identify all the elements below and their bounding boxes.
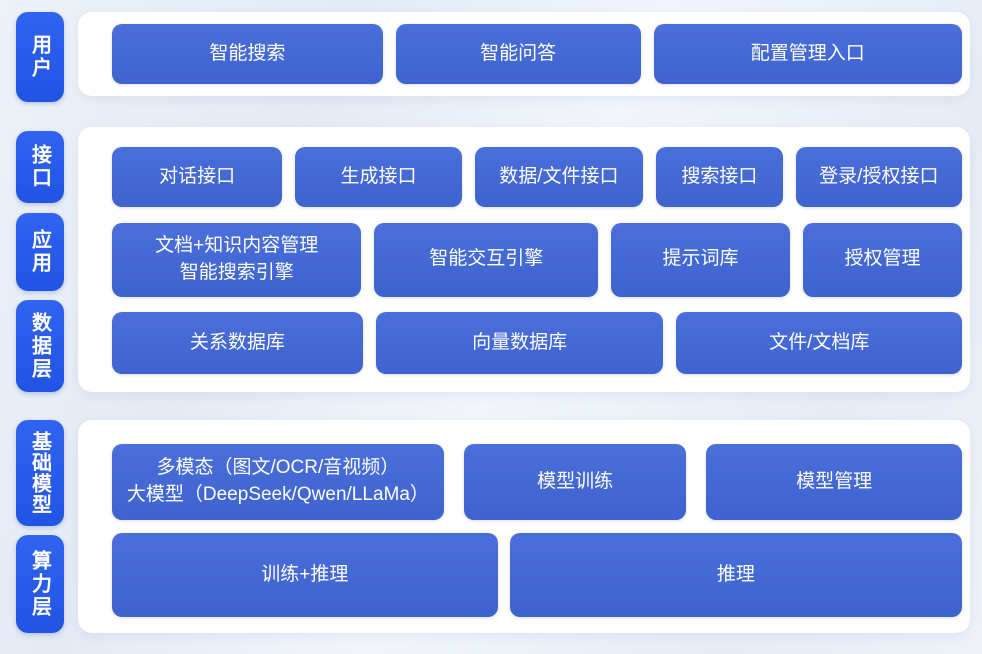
block-data-file-api: 数据/文件接口 [474, 147, 644, 207]
interface-block-row: 对话接口 生成接口 数据/文件接口 搜索接口 登录/授权接口 [112, 147, 962, 207]
data-block-row: 关系数据库 向量数据库 文件/文档库 [112, 312, 963, 374]
application-block-row: 文档+知识内容管理 智能搜索引擎 智能交互引擎 提示词库 授权管理 [112, 222, 962, 297]
layer-pill-base-model: 基础模型 [16, 420, 64, 526]
layer-pill-data-layer: 数据层 [16, 300, 64, 392]
block-file-document-store: 文件/文档库 [676, 312, 963, 374]
block-relational-database: 关系数据库 [112, 312, 363, 374]
block-doc-knowledge-search-engine: 文档+知识内容管理 智能搜索引擎 [112, 222, 362, 297]
base-section: 基础模型 算力层 多模态（图文/OCR/音视频） 大模型（DeepSeek/Qw… [16, 420, 970, 633]
block-model-training: 模型训练 [463, 444, 687, 520]
block-vector-database: 向量数据库 [375, 312, 664, 374]
block-smart-interaction-engine: 智能交互引擎 [374, 222, 599, 297]
compute-block-row: 训练+推理 推理 [112, 533, 962, 617]
block-login-auth-api: 登录/授权接口 [795, 147, 962, 207]
layer-pill-compute-layer: 算力层 [16, 535, 64, 633]
base-panel: 多模态（图文/OCR/音视频） 大模型（DeepSeek/Qwen/LLaMa）… [78, 420, 970, 633]
block-model-management: 模型管理 [706, 444, 962, 520]
block-dialog-api: 对话接口 [112, 147, 283, 207]
user-panel: 智能搜索 智能问答 配置管理入口 [78, 12, 970, 96]
block-training-plus-inference: 训练+推理 [112, 533, 498, 617]
block-multimodal-large-model: 多模态（图文/OCR/音视频） 大模型（DeepSeek/Qwen/LLaMa） [112, 444, 444, 520]
block-search-api: 搜索接口 [656, 147, 783, 207]
middle-section: 接口 应用 数据层 对话接口 生成接口 数据/文件接口 搜索接口 登录/授权接口… [16, 127, 970, 392]
block-config-management-entry: 配置管理入口 [653, 24, 962, 84]
middle-panel: 对话接口 生成接口 数据/文件接口 搜索接口 登录/授权接口 文档+知识内容管理… [78, 127, 970, 392]
layer-pill-application: 应用 [16, 212, 64, 291]
block-smart-qa: 智能问答 [395, 24, 641, 84]
block-authorization-management: 授权管理 [802, 222, 962, 297]
user-section: 用户 智能搜索 智能问答 配置管理入口 [16, 12, 970, 102]
layer-pill-user: 用户 [16, 12, 64, 102]
block-prompt-library: 提示词库 [611, 222, 790, 297]
user-label-column: 用户 [16, 12, 64, 102]
user-block-row: 智能搜索 智能问答 配置管理入口 [112, 24, 962, 84]
block-inference: 推理 [509, 533, 962, 617]
layer-pill-interface: 接口 [16, 131, 64, 203]
middle-label-column: 接口 应用 数据层 [16, 127, 64, 392]
block-smart-search: 智能搜索 [112, 24, 383, 84]
model-block-row: 多模态（图文/OCR/音视频） 大模型（DeepSeek/Qwen/LLaMa）… [112, 444, 962, 520]
block-generation-api: 生成接口 [295, 147, 462, 207]
base-label-column: 基础模型 算力层 [16, 420, 64, 633]
